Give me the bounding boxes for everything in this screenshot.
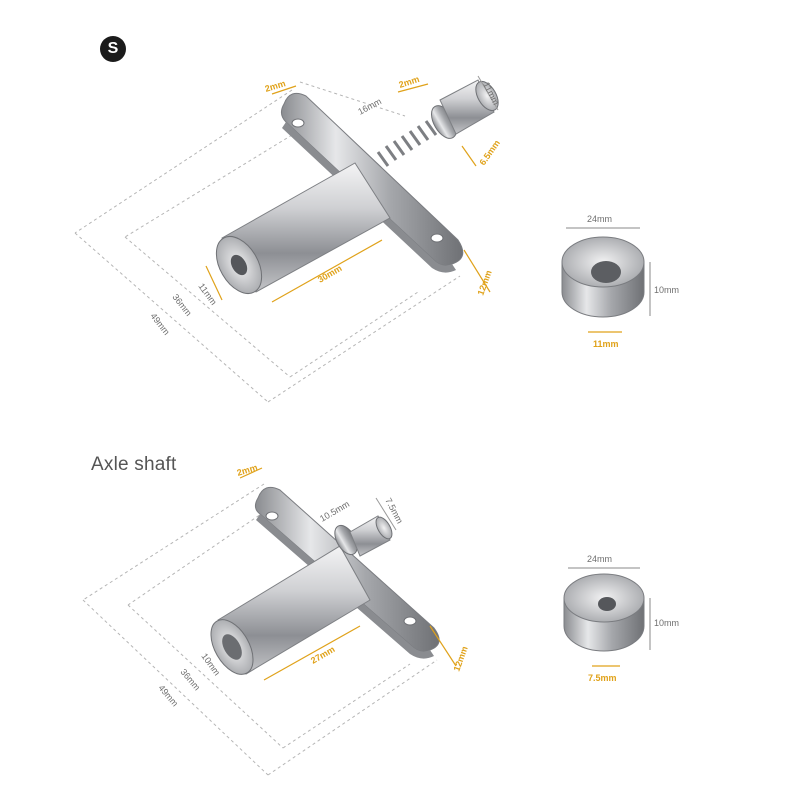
dim-top-total-length: 49mm xyxy=(148,311,171,337)
top-washer: 24mm 10mm 11mm xyxy=(561,214,679,349)
dim-top-collar-offset: 6.5mm xyxy=(477,138,502,167)
dim-bottom-plate-thickness: 2mm xyxy=(236,462,259,478)
bottom-pin-assembly xyxy=(82,483,440,776)
dim-bottom-washer-hole: 7.5mm xyxy=(588,673,617,683)
dim-bottom-washer-outer: 24mm xyxy=(587,554,612,564)
section-title: Axle shaft xyxy=(91,454,177,475)
dim-bottom-total-length: 49mm xyxy=(156,683,180,709)
brand-badge: S xyxy=(100,36,126,62)
dim-top-washer-hole: 11mm xyxy=(593,339,619,349)
dim-bottom-washer-thickness: 10mm xyxy=(654,618,679,628)
dim-top-inner-length: 36mm xyxy=(170,292,193,318)
dim-top-spring-length: 16mm xyxy=(356,96,383,117)
top-pin-assembly xyxy=(74,79,499,403)
dim-top-washer-thickness: 10mm xyxy=(654,285,679,295)
dim-top-washer-outer: 24mm xyxy=(587,214,612,224)
dim-top-plate-thickness: 2mm xyxy=(264,78,287,94)
dim-bottom-collar-length: 10.5mm xyxy=(318,499,351,524)
dim-bottom-plate-width: 12mm xyxy=(451,645,469,673)
dim-top-barrel-length: 30mm xyxy=(316,263,344,285)
bottom-washer: 24mm 10mm 7.5mm xyxy=(563,554,679,683)
